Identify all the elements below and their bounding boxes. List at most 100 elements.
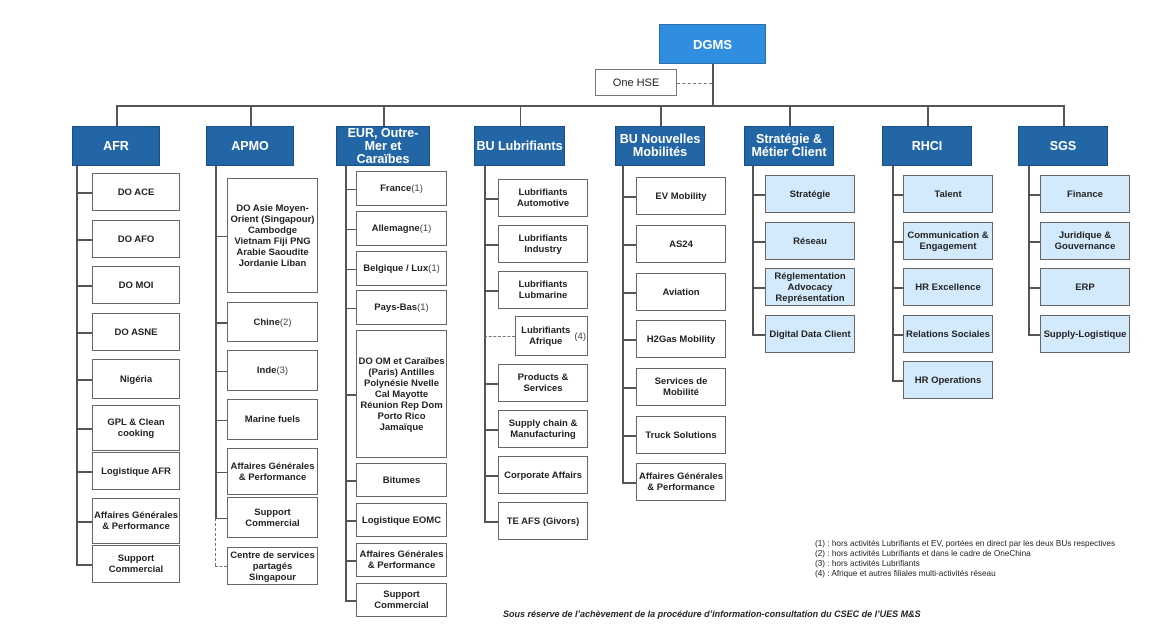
unit-box[interactable]: Logistique AFR	[92, 452, 180, 490]
connector	[116, 105, 1063, 107]
unit-box[interactable]: DO ASNE	[92, 313, 180, 351]
unit-label: DO MOI	[118, 279, 154, 291]
unit-box[interactable]: Lubrifiants Afrique (4)	[515, 316, 588, 356]
department-header-rhci[interactable]: RHCI	[882, 126, 972, 166]
connector	[345, 520, 356, 522]
connector	[76, 564, 92, 566]
unit-box[interactable]: Centre de services partagés Singapour	[227, 547, 318, 585]
unit-box[interactable]: Allemagne (1)	[356, 211, 447, 246]
unit-box[interactable]: Réglementation Advocacy Représentation	[765, 268, 855, 306]
connector	[484, 383, 498, 385]
unit-box[interactable]: Bitumes	[356, 463, 447, 497]
connector	[345, 600, 356, 602]
unit-box[interactable]: Marine fuels	[227, 399, 318, 440]
department-header-sgs[interactable]: SGS	[1018, 126, 1108, 166]
unit-box[interactable]: Belgique / Lux (1)	[356, 251, 447, 286]
unit-label: Bitumes	[382, 474, 421, 486]
unit-box[interactable]: Support Commercial	[92, 545, 180, 583]
unit-box[interactable]: Finance	[1040, 175, 1130, 213]
department-header-afr[interactable]: AFR	[72, 126, 160, 166]
unit-box[interactable]: Talent	[903, 175, 993, 213]
unit-box[interactable]: DO MOI	[92, 266, 180, 304]
connector	[622, 244, 636, 246]
department-label: Stratégie & Métier Client	[751, 132, 827, 159]
unit-box[interactable]: Chine (2)	[227, 302, 318, 342]
unit-box[interactable]: Digital Data Client	[765, 315, 855, 353]
unit-box[interactable]: EV Mobility	[636, 177, 726, 215]
unit-box[interactable]: DO AFO	[92, 220, 180, 258]
unit-box[interactable]: France (1)	[356, 171, 447, 206]
department-label: EUR, Outre-Mer et Caraïbes	[347, 125, 419, 166]
unit-box[interactable]: Lubrifiants Automotive	[498, 179, 588, 217]
unit-label: Corporate Affairs	[504, 469, 582, 481]
unit-box[interactable]: Relations Sociales	[903, 315, 993, 353]
unit-box[interactable]: Truck Solutions	[636, 416, 726, 454]
unit-box[interactable]: TE AFS (Givors)	[498, 502, 588, 540]
connector	[76, 192, 92, 194]
connector	[250, 105, 252, 126]
department-header-bu-lubrifiants[interactable]: BU Lubrifiants	[474, 126, 565, 166]
unit-box[interactable]: Nigéria	[92, 359, 180, 399]
unit-label: Pays-Bas	[374, 302, 418, 313]
unit-label: Stratégie	[789, 188, 831, 200]
connector	[484, 244, 498, 246]
unit-box[interactable]: Support Commercial	[227, 497, 318, 538]
unit-box[interactable]: Support Commercial	[356, 583, 447, 617]
department-label: AFR	[103, 138, 129, 153]
unit-box[interactable]: Affaires Générales & Performance	[636, 463, 726, 501]
department-header-bu-nouvelles-mobilit-s[interactable]: BU Nouvelles Mobilités	[615, 126, 705, 166]
connector	[752, 241, 765, 243]
connector	[76, 471, 92, 473]
department-header-eur-outre-mer-et-cara-bes[interactable]: EUR, Outre-Mer et Caraïbes	[336, 126, 430, 166]
unit-box[interactable]: Affaires Générales & Performance	[227, 448, 318, 495]
one-hse-node[interactable]: One HSE	[595, 69, 677, 96]
unit-box[interactable]: Products & Services	[498, 364, 588, 402]
unit-box[interactable]: DO Asie Moyen-Orient (Singapour) Cambodg…	[227, 178, 318, 293]
department-header-apmo[interactable]: APMO	[206, 126, 294, 166]
unit-box[interactable]: Communication & Engagement	[903, 222, 993, 260]
connector	[892, 380, 903, 382]
unit-box[interactable]: HR Operations	[903, 361, 993, 399]
unit-label: Chine	[253, 316, 280, 328]
dashed-connector	[215, 566, 227, 567]
unit-box[interactable]: HR Excellence	[903, 268, 993, 306]
connector	[345, 394, 356, 396]
unit-box[interactable]: Stratégie	[765, 175, 855, 213]
unit-box[interactable]: ERP	[1040, 268, 1130, 306]
root-node-dgms[interactable]: DGMS	[659, 24, 766, 64]
connector	[345, 268, 356, 270]
connector	[76, 239, 92, 241]
unit-box[interactable]: Corporate Affairs	[498, 456, 588, 494]
connector	[1028, 194, 1040, 196]
connector	[622, 196, 636, 198]
unit-box[interactable]: Réseau	[765, 222, 855, 260]
unit-box[interactable]: Logistique EOMC	[356, 503, 447, 537]
unit-box[interactable]: Supply-Logistique	[1040, 315, 1130, 353]
unit-box[interactable]: DO OM et Caraïbes (Paris) Antilles Polyn…	[356, 330, 447, 458]
connector	[215, 471, 227, 473]
unit-label: Supply-Logistique	[1043, 328, 1127, 340]
department-header-strat-gie-m-tier-client[interactable]: Stratégie & Métier Client	[744, 126, 834, 166]
unit-box[interactable]: Pays-Bas (1)	[356, 290, 447, 325]
unit-box[interactable]: Services de Mobilité	[636, 368, 726, 406]
unit-box[interactable]: GPL & Clean cooking	[92, 405, 180, 451]
unit-box[interactable]: Inde (3)	[227, 350, 318, 391]
unit-box[interactable]: Affaires Générales & Performance	[356, 543, 447, 577]
unit-box[interactable]: Affaires Générales & Performance	[92, 498, 180, 544]
unit-label: Communication & Engagement	[907, 230, 989, 252]
unit-box[interactable]: DO ACE	[92, 173, 180, 211]
unit-box[interactable]: Lubrifiants Lubmarine	[498, 271, 588, 309]
footnote-ref: (3)	[276, 365, 289, 376]
connector	[484, 290, 498, 292]
connector	[1028, 287, 1040, 289]
footnote-ref: (1)	[417, 302, 429, 313]
unit-box[interactable]: Aviation	[636, 273, 726, 311]
unit-box[interactable]: Supply chain & Manufacturing	[498, 410, 588, 448]
connector	[345, 307, 356, 309]
unit-box[interactable]: Juridique & Gouvernance	[1040, 222, 1130, 260]
unit-box[interactable]: AS24	[636, 225, 726, 263]
unit-box[interactable]: Lubrifiants Industry	[498, 225, 588, 263]
unit-box[interactable]: H2Gas Mobility	[636, 320, 726, 358]
connector	[215, 419, 227, 421]
unit-label: Finance	[1067, 188, 1103, 200]
